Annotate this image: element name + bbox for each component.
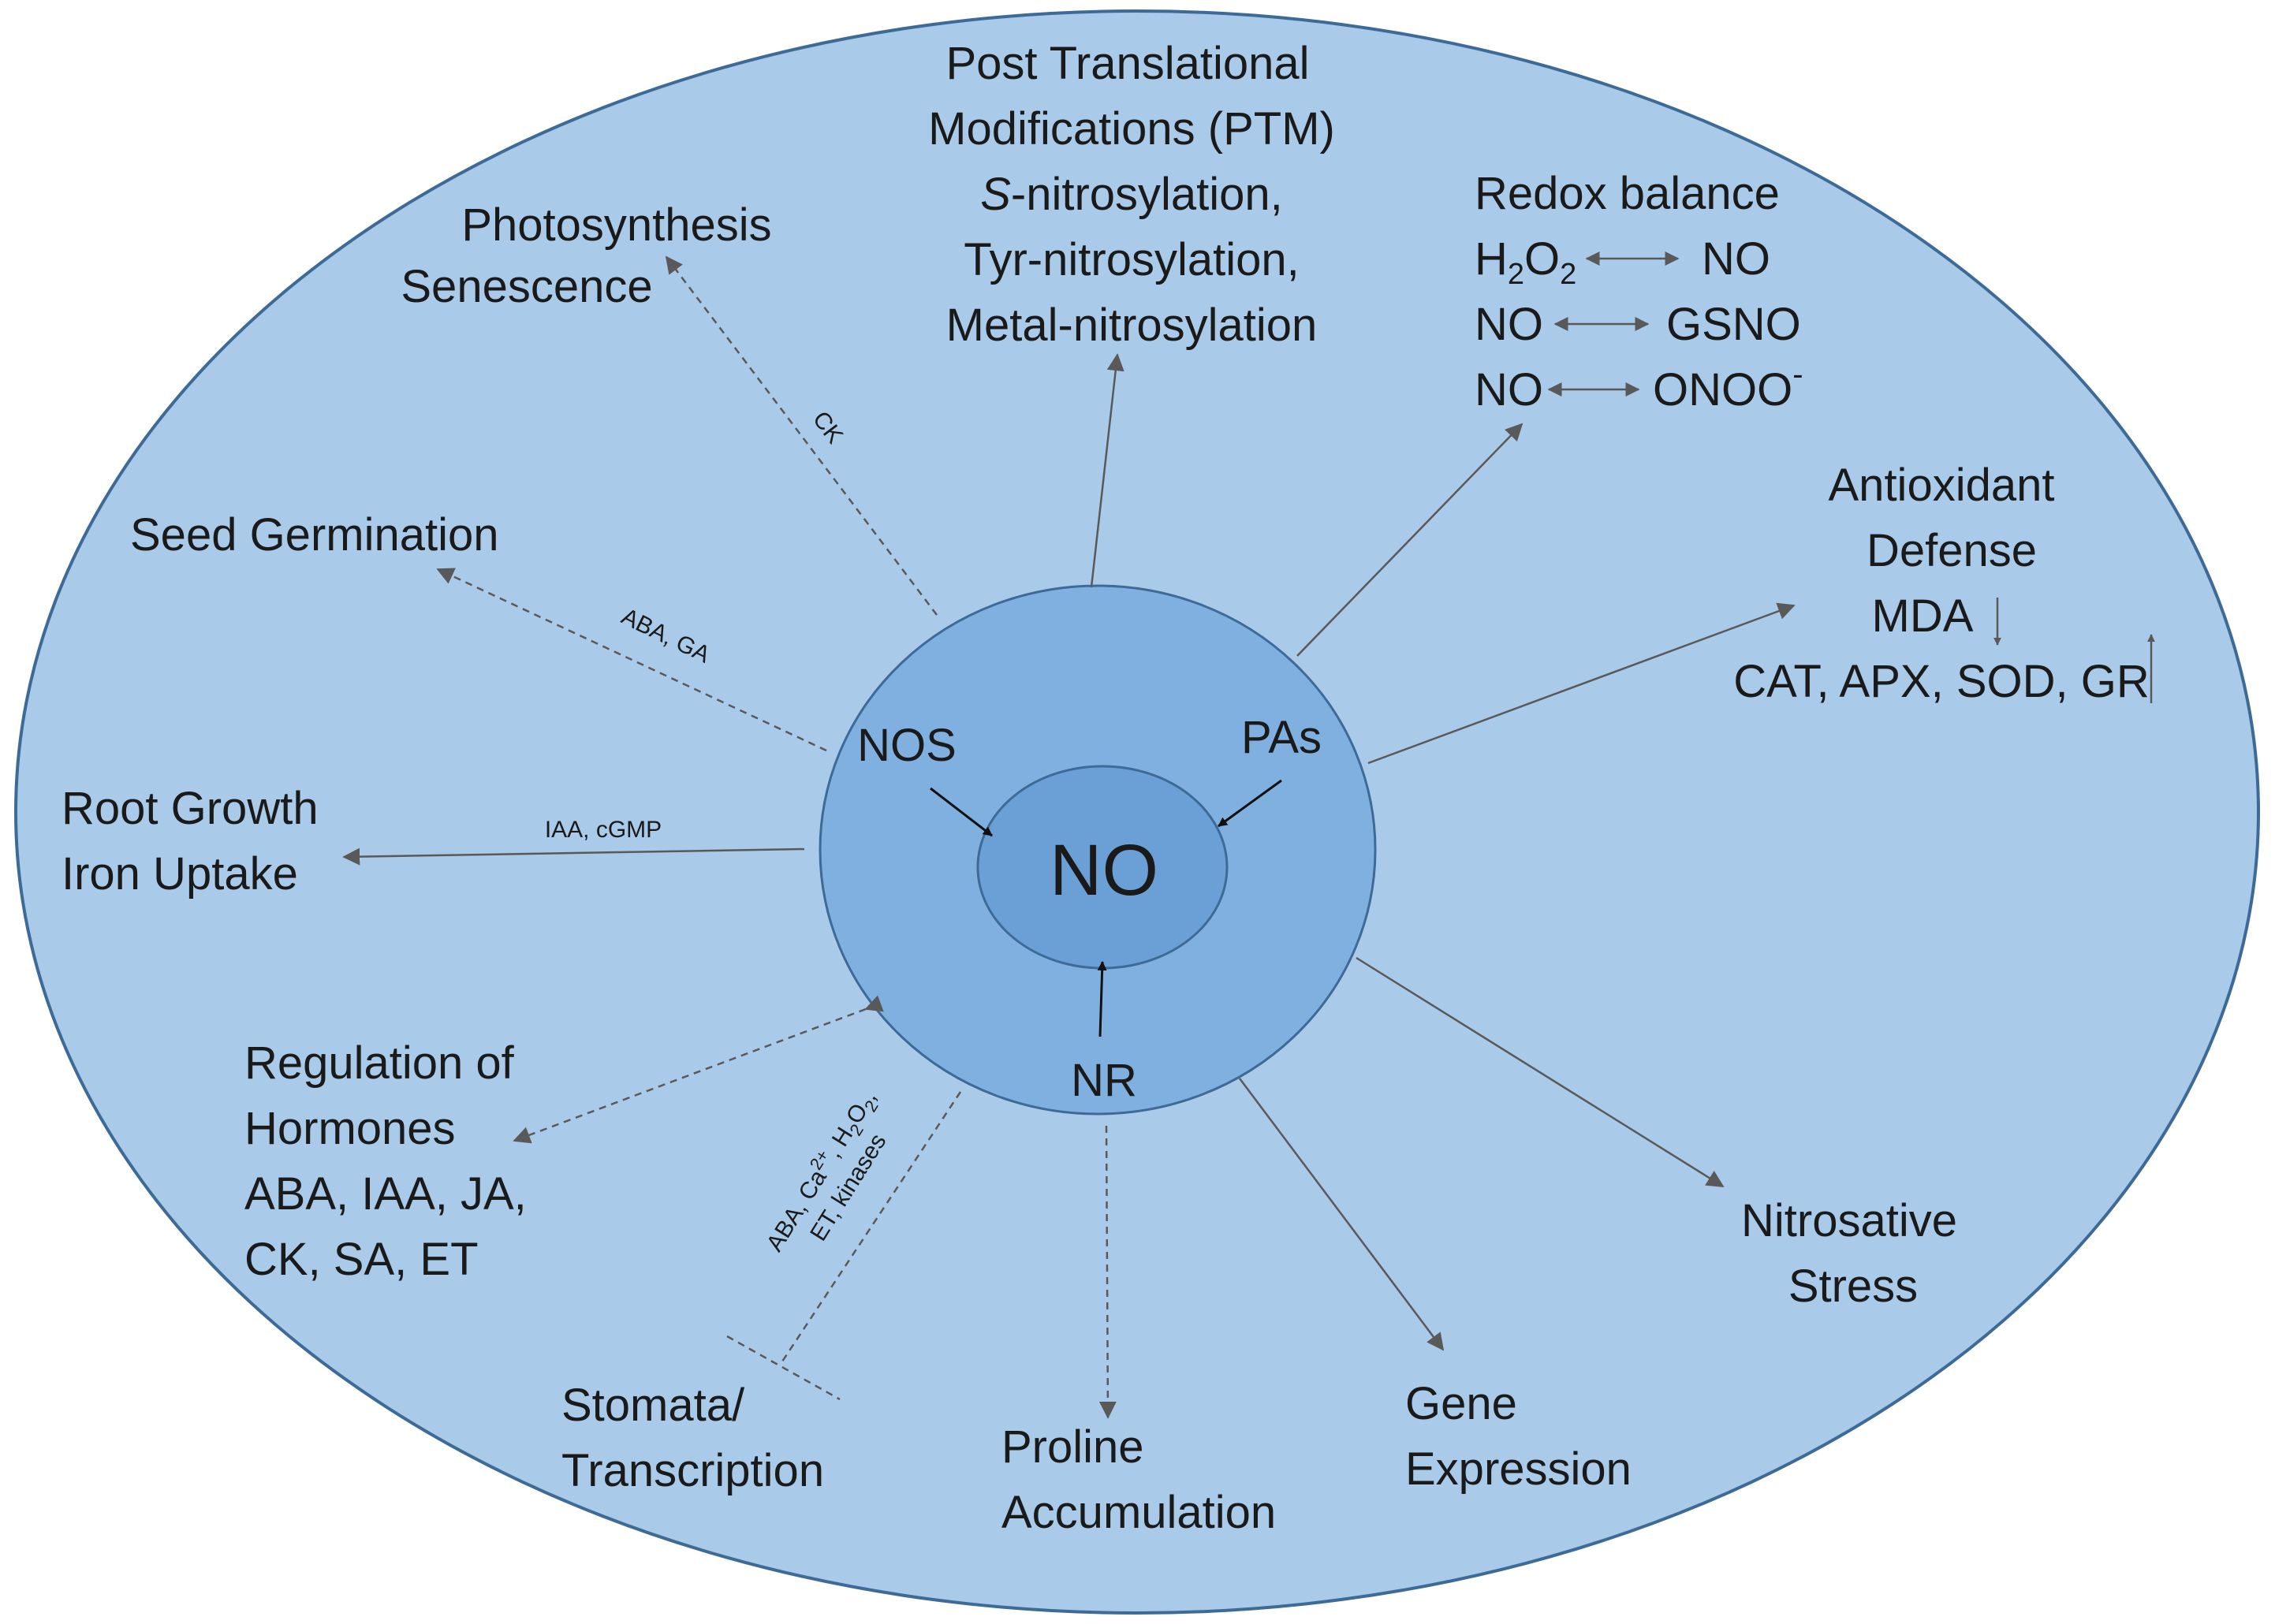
nos-label: NOS <box>857 720 957 771</box>
nitrosative-block: Nitrosative Stress <box>1741 1195 1957 1312</box>
ptm-line2: Modifications (PTM) <box>928 103 1335 155</box>
proline-line2: Accumulation <box>1001 1487 1276 1538</box>
arrow-to-redox <box>1296 423 1524 657</box>
gene-line2: Expression <box>1405 1443 1632 1495</box>
arrow-to-gene-expression <box>1239 1078 1445 1351</box>
antioxidant-line2: Defense <box>1867 525 2037 576</box>
hormones-line3: ABA, IAA, JA, <box>244 1168 527 1220</box>
photosynthesis-block: Photosynthesis Senescence <box>401 199 771 312</box>
antioxidant-block: Antioxidant Defense MDA CAT, APX, SOD, G… <box>1733 460 2155 707</box>
hormones-line1: Regulation of <box>244 1037 515 1089</box>
redox-pair1-right: NO <box>1702 233 1770 285</box>
redox-pair2-left: NO <box>1475 299 1543 350</box>
redox-pair3-left: NO <box>1475 364 1543 415</box>
arrow-pas-to-no <box>1218 779 1282 828</box>
arrow-nos-to-no <box>930 787 993 837</box>
stomata-line2: Transcription <box>561 1445 824 1496</box>
photosynthesis-line1: Photosynthesis <box>461 199 771 251</box>
arrow-to-antioxidant <box>1367 602 1796 765</box>
root-block: Root Growth Iron Uptake <box>62 783 319 900</box>
ptm-line1: Post Translational <box>945 38 1309 89</box>
nitrosative-line1: Nitrosative <box>1741 1195 1957 1246</box>
arrow-to-root-growth <box>342 847 805 866</box>
ptm-line4: Tyr-nitrosylation, <box>964 234 1299 285</box>
no-core-label: NO <box>1050 830 1158 911</box>
arrow-to-nitrosative-stress <box>1356 956 1725 1188</box>
hormones-block: Regulation of Hormones ABA, IAA, JA, CK,… <box>244 1037 527 1285</box>
mediator-iaa-cgmp: IAA, cGMP <box>545 817 662 843</box>
gene-line1: Gene <box>1405 1378 1517 1429</box>
ptm-block: Post Translational Modifications (PTM) S… <box>928 38 1335 351</box>
proline-line1: Proline <box>1001 1421 1144 1473</box>
seed-germination-label: Seed Germination <box>130 509 498 561</box>
redox-pair3-right: ONOO- <box>1653 357 1803 415</box>
nitrosative-line2: Stress <box>1788 1261 1918 1312</box>
photosynthesis-line2: Senescence <box>401 261 652 312</box>
root-line2: Iron Uptake <box>62 848 298 900</box>
hormones-line4: CK, SA, ET <box>244 1234 479 1285</box>
pas-label: PAs <box>1241 712 1322 763</box>
arrow-nr-to-no <box>1097 961 1107 1037</box>
hormones-line2: Hormones <box>244 1103 456 1154</box>
stomata-block: Stomata/ Transcription <box>561 1380 824 1496</box>
gene-block: Gene Expression <box>1405 1378 1632 1495</box>
arrow-to-proline <box>1098 1125 1117 1419</box>
antioxidant-line1: Antioxidant <box>1829 460 2055 511</box>
arrow-to-ptm <box>1090 353 1124 588</box>
root-line1: Root Growth <box>62 783 319 834</box>
redox-title: Redox balance <box>1475 168 1780 219</box>
arrow-to-seed-germination <box>436 568 827 752</box>
antioxidant-line4: CAT, APX, SOD, GR <box>1733 656 2150 707</box>
antioxidant-line3: MDA <box>1872 590 1974 642</box>
ptm-line3: S-nitrosylation, <box>980 169 1283 220</box>
stomata-line1: Stomata/ <box>561 1380 745 1431</box>
inhibition-bar <box>726 1335 841 1401</box>
redox-block: Redox balance H2O2 NO NO GSNO NO ONOO- <box>1475 168 1803 415</box>
redox-pair2-right: GSNO <box>1666 299 1801 350</box>
ptm-line5: Metal-nitrosylation <box>946 300 1318 351</box>
proline-block: Proline Accumulation <box>1001 1421 1276 1538</box>
inhibition-to-stomata <box>779 1091 962 1365</box>
redox-pair1-left: H2O2 <box>1475 233 1576 291</box>
nr-label: NR <box>1071 1055 1137 1106</box>
